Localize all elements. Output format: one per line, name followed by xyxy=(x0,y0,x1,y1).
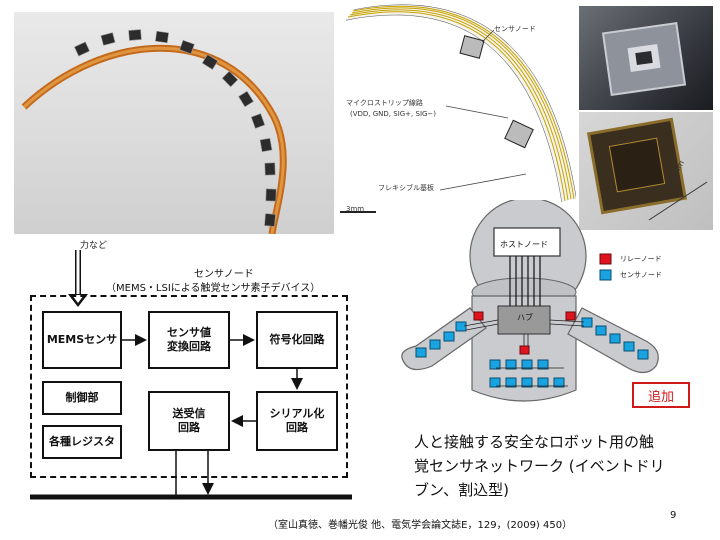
node-subtitle: （MEMS・LSIによる触覚センサ素子デバイス） xyxy=(106,283,321,294)
caption-line-2: 覚センサネットワーク (イベントドリ xyxy=(414,457,665,475)
strip-diagram xyxy=(340,4,576,213)
added-badge: 追加 xyxy=(632,382,690,408)
microstrip-label: マイクロストリップ線路 xyxy=(346,99,423,107)
hub-label: ハブ xyxy=(517,313,533,322)
citation: （室山真徳、巻幡光俊 他、電気学会論文誌E，129，(2009) 450） xyxy=(268,520,573,531)
signals-label: (VDD, GND, SIG+, SIG−) xyxy=(350,110,437,118)
scale-label: 3mm xyxy=(346,205,365,213)
legend-sensor-label: センサノード xyxy=(620,271,662,279)
mems-sensor-block: MEMSセンサ xyxy=(42,311,122,369)
encode-block: 符号化回路 xyxy=(256,311,338,369)
force-label: 力など xyxy=(80,241,108,251)
sensor-strip-illustration xyxy=(21,29,287,234)
force-arrow xyxy=(68,250,88,307)
sensor-strip-photo xyxy=(14,12,334,234)
control-block: 制御部 xyxy=(42,381,122,415)
chip-bottom-photo xyxy=(579,112,713,230)
chip-top-photo xyxy=(579,6,713,110)
legend-relay-label: リレーノード xyxy=(620,255,662,263)
flexible-label: フレキシブル基板 xyxy=(378,184,434,192)
txrx-block: 送受信 回路 xyxy=(148,391,230,451)
sensor-node-label: センサノード xyxy=(494,25,536,33)
sensor-node-boundary xyxy=(30,295,348,478)
convert-block: センサ値 変換回路 xyxy=(148,311,230,369)
host-node-label: ホストノード xyxy=(500,240,548,249)
node-title: センサノード xyxy=(194,269,254,280)
caption-line-3: ブン、割込型) xyxy=(414,481,509,499)
caption-line-1: 人と接触する安全なロボット用の触 xyxy=(414,433,655,451)
registers-block: 各種レジスタ xyxy=(42,425,122,459)
page-number: 9 xyxy=(670,510,677,521)
serial-block: シリアル化 回路 xyxy=(256,391,338,451)
robot-diagram xyxy=(401,200,659,402)
